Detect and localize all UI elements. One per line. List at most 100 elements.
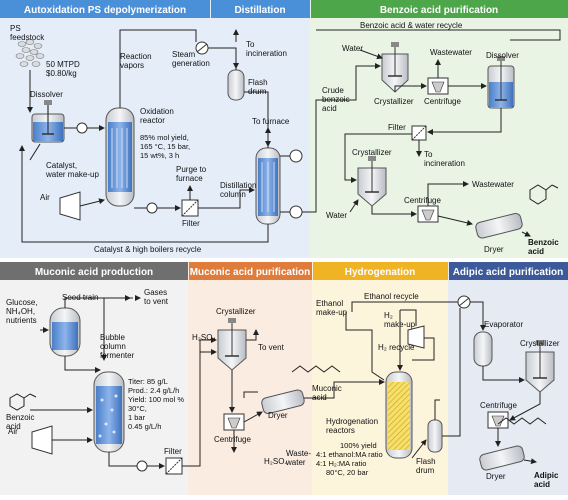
flash-drum-1: [227, 69, 245, 101]
label-centrifuge-muconic: Centrifuge: [214, 435, 251, 444]
label-to-furnace: To furnace: [252, 117, 290, 126]
filter-3: [165, 457, 183, 475]
label-filter-3: Filter: [164, 447, 182, 456]
header-bar-autoxidation: [0, 0, 210, 18]
header-bar-muconic-purification: [189, 262, 312, 280]
filter-2: [411, 125, 427, 141]
reboiler-hx: [289, 205, 303, 219]
crystallizer-muconic: [217, 318, 247, 371]
panel-hydrogenation: [312, 262, 448, 495]
adipic-acid-structure-icon: [497, 417, 547, 425]
header-bar-distillation: [211, 0, 310, 18]
label-reactor-conditions: 85% mol yield,165 °C, 15 bar,15 wt%, 3 h: [140, 133, 190, 160]
label-crystallizer-2: Crystallizer: [352, 148, 392, 157]
pump-1: [76, 122, 88, 134]
label-dissolver-2: Dissolver: [486, 51, 519, 60]
h2-compressor: [407, 325, 425, 349]
header-distillation: Distillation: [234, 5, 285, 16]
dryer-muconic: [261, 389, 305, 415]
crystallizer-adipic: [525, 340, 555, 393]
dissolver-tank-1: [31, 100, 65, 143]
label-crystallizer-muconic: Crystallizer: [216, 307, 256, 316]
seed-train-vessel: [49, 307, 81, 357]
header-bar-benzoic: [311, 0, 568, 18]
label-air-1: Air: [40, 193, 50, 202]
header-bar-hydrogenation: [313, 262, 448, 280]
centrifuge-muconic: [223, 413, 245, 431]
label-h2-recycle: H₂ recycle: [378, 343, 415, 352]
label-centrifuge-1: Centrifuge: [424, 97, 461, 106]
label-filter-2: Filter: [388, 123, 406, 132]
header-bar-muconic-production: [0, 262, 188, 280]
benzoic-acid-structure-icon: [529, 184, 559, 205]
centrifuge-adipic: [487, 411, 509, 429]
label-feed-rate: 50 MTPD$0.80/kg: [46, 60, 80, 78]
flow-lines: [19, 29, 561, 469]
label-water-1: Water: [342, 44, 363, 53]
label-seed-train: Seed train: [62, 293, 98, 302]
header-bar-adipic: [449, 262, 568, 280]
label-dryer-adipic: Dryer: [486, 472, 506, 481]
bubble-column-fermenter: [93, 371, 125, 453]
dissolver-tank-2: [487, 56, 515, 109]
label-wastewater: Waste-water: [285, 449, 311, 467]
muconic-acid-structure-icon: [291, 365, 341, 373]
label-dissolver-1: Dissolver: [30, 90, 63, 99]
filter-1: [181, 199, 199, 217]
label-catalyst-makeup: Catalyst,water make-up: [45, 161, 99, 179]
label-filter-1: Filter: [182, 219, 200, 228]
label-ethanol-recycle: Ethanol recycle: [364, 292, 419, 301]
air-compressor-1: [59, 191, 81, 221]
label-dryer-muconic: Dryer: [268, 411, 288, 420]
header-adipic-purification: Adipic acid purification: [453, 267, 564, 278]
flash-drum-2: [427, 419, 443, 453]
label-dryer-1: Dryer: [484, 245, 504, 254]
label-h2so4-out: H₂SO₄: [264, 457, 288, 466]
oxidation-reactor: [105, 107, 135, 207]
label-evaporator: Evaporator: [484, 320, 523, 329]
hydrogenation-reactor: [385, 371, 413, 459]
label-water-2: Water: [326, 211, 347, 220]
centrifuge-1: [427, 77, 449, 95]
label-recycle-bottom: Catalyst & high boilers recycle: [94, 245, 202, 254]
label-wastewater-2: Wastewater: [472, 180, 514, 189]
panel-muconic-production: [0, 262, 188, 495]
distillation-column: [255, 147, 281, 225]
label-air-2: Air: [8, 427, 18, 436]
pump-2: [146, 202, 158, 214]
header-muconic-purification: Muconic acid purification: [190, 267, 311, 278]
dryer-adipic: [479, 445, 525, 471]
label-fermenter-conditions: Titer: 85 g/L Prod.: 2.4 g/L/h Yield: 10…: [128, 377, 186, 431]
label-hydrogenation-conditions: 100% yield 4:1 ethanol:MA ratio 4:1 H₂:M…: [316, 441, 385, 477]
air-compressor-2: [31, 425, 53, 455]
condenser-hx: [289, 149, 303, 163]
label-feeds: Glucose,NH₄OH,nutrients: [6, 298, 38, 325]
ethanol-recycle-hx: [457, 295, 471, 309]
header-hydrogenation: Hydrogenation: [345, 267, 416, 278]
panel-benzoic-purification: [310, 0, 568, 258]
label-benzoic-water-recycle: Benzoic acid & water recycle: [360, 21, 463, 30]
pump-3: [136, 460, 148, 472]
panel-muconic-purification: [188, 262, 312, 495]
label-wastewater-1: Wastewater: [430, 48, 472, 57]
label-h2so4-in: H₂SO₄: [192, 333, 216, 342]
